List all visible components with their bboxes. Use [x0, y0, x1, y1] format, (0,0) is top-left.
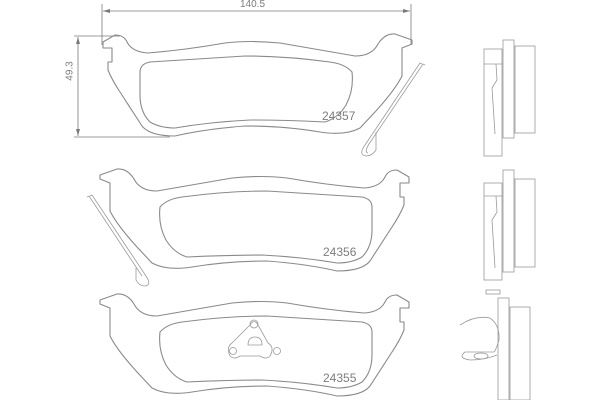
- side-view-24355: [459, 289, 531, 400]
- wear-spring-24356: [86, 194, 150, 287]
- width-dimension-label: 140.5: [240, 0, 266, 10]
- center-clip-24355: [228, 319, 281, 359]
- part-number-label: 24357: [322, 109, 356, 123]
- dimension-width: [101, 4, 412, 45]
- part-number-label: 24355: [323, 371, 357, 385]
- side-view-24357: [483, 39, 536, 157]
- brake-pad-24356: [99, 168, 410, 272]
- brake-pad-24355: [99, 293, 410, 397]
- brake-pad-24357: [102, 33, 413, 137]
- wear-spring-24357: [361, 62, 426, 157]
- dimension-height: [74, 35, 170, 138]
- side-view-24356: [483, 169, 536, 281]
- part-number-label: 24356: [323, 245, 357, 259]
- height-dimension-label: 49.3: [64, 61, 76, 81]
